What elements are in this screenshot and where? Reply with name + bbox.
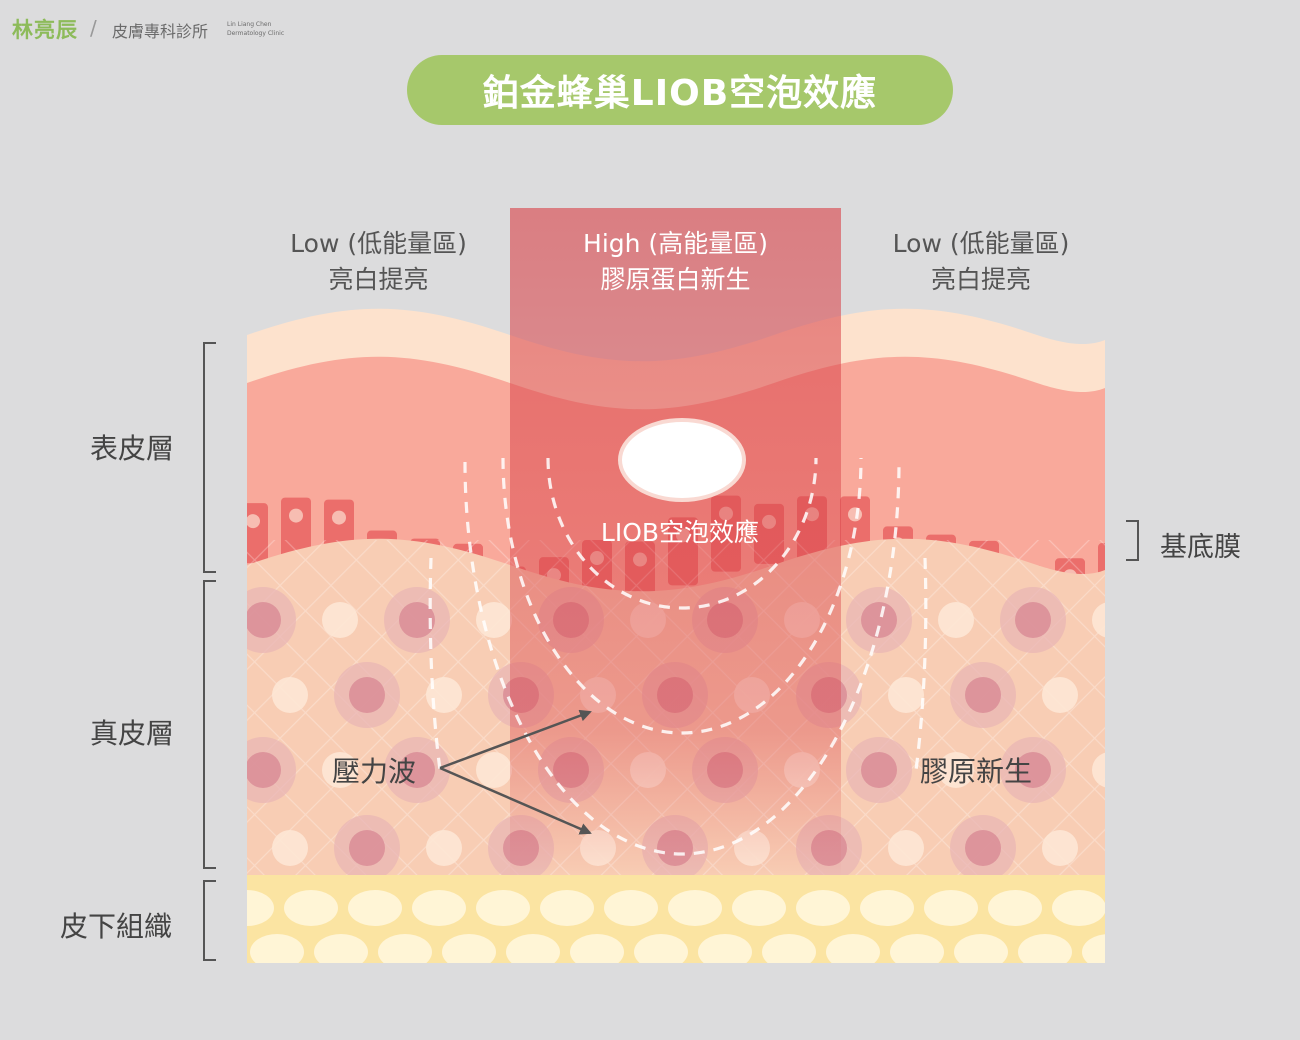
pressure-wave-arc-2 [501,457,863,735]
fat-cell [1052,890,1105,926]
dermal-cell [334,662,400,728]
collagen-regeneration-label: 膠原新生 [920,755,1033,788]
dermal-cell [846,587,912,653]
fat-cell [668,890,722,926]
fat-cell [1082,934,1105,963]
liob-effect-label: LIOB空泡效應 [600,518,760,547]
dermal-cell [1000,587,1066,653]
clinic-logo-name: 林亮辰 [12,18,78,42]
fat-cell-row [247,890,1105,963]
logo-divider: / [90,16,97,40]
zone-left-energy: Low (低能量區) [290,229,467,258]
layer-brackets [203,342,1139,961]
dermal-cell [384,587,450,653]
bracket-subcutaneous [203,880,216,961]
dermal-cell [1092,752,1105,788]
dermal-cell [1042,830,1078,866]
dermal-cell [322,602,358,638]
dermal-cell [272,830,308,866]
fat-cell [476,890,530,926]
fat-cell [890,934,944,963]
fat-cell [988,890,1042,926]
dermal-cell [1000,737,1066,803]
clinic-english-line1: Lin Liang Chen [227,21,272,28]
basement-membrane-label: 基底膜 [1160,532,1241,563]
zone-left-effect: 亮白提亮 [328,265,429,294]
fat-cell [540,890,594,926]
dermal-cell [247,587,296,653]
fat-cell [604,890,658,926]
fat-cell [1018,934,1072,963]
zone-center-effect: 膠原蛋白新生 [600,265,751,294]
clinic-english-line2: Dermatology Clinic [227,30,285,37]
dermal-cell [476,752,512,788]
dermal-cell [1042,677,1078,713]
dermal-cell [950,662,1016,728]
fat-cell [348,890,402,926]
fat-cell [762,934,816,963]
dermal-cell [247,737,296,803]
pressure-wave-arrows [439,709,592,835]
fat-cell [412,890,466,926]
fat-cell [924,890,978,926]
fat-cell [860,890,914,926]
pressure-wave-left-outer [428,557,442,771]
liob-bubble-core [622,422,742,498]
fat-cell [570,934,624,963]
pressure-wave-label: 壓力波 [332,755,417,788]
high-energy-zone-label: High (高能量區) 膠原蛋白新生 [510,226,841,298]
pressure-waves [428,457,928,856]
fat-cell [250,934,304,963]
dermis-label: 真皮層 [90,717,175,750]
bracket-basement-membrane [1126,520,1139,561]
dermal-cell [426,830,462,866]
fat-cell [247,890,274,926]
arrow-upper [439,709,592,770]
fat-cell [442,934,496,963]
pressure-wave-right-outer [914,557,928,771]
fat-cell [378,934,432,963]
pressure-wave-arc-3 [463,461,901,856]
fat-cell [634,934,688,963]
dermal-cell [846,737,912,803]
zone-center-energy: High (高能量區) [583,229,768,258]
clinic-english-name: Lin Liang Chen Dermatology Clinic [227,20,284,38]
pressure-wave-arc-1 [546,457,818,610]
dermal-cell [888,830,924,866]
dermal-cell [950,815,1016,881]
dermal-cell [334,815,400,881]
low-energy-zone-left-label: Low (低能量區) 亮白提亮 [247,226,510,298]
high-energy-zone [510,208,841,878]
fat-cell [284,890,338,926]
fat-cell [314,934,368,963]
arrow-lower [439,766,592,835]
subcutaneous-label: 皮下組織 [60,910,173,943]
fat-cell [796,890,850,926]
fat-cell [506,934,560,963]
dermal-cell [888,677,924,713]
bracket-epidermis [203,342,216,573]
epidermis-label: 表皮層 [90,432,175,465]
fat-cell [698,934,752,963]
dermal-cell [272,677,308,713]
zone-right-effect: 亮白提亮 [930,265,1031,294]
dermal-cell [938,752,974,788]
fat-cell [732,890,786,926]
zone-right-energy: Low (低能量區) [892,229,1070,258]
fat-cell [826,934,880,963]
fat-cell [954,934,1008,963]
clinic-type: 皮膚專科診所 [112,22,209,41]
dermal-cell [384,737,450,803]
diagram-title: 鉑金蜂巢LIOB空泡效應 [407,55,953,125]
dermal-cell [322,752,358,788]
low-energy-zone-right-label: Low (低能量區) 亮白提亮 [850,226,1112,298]
bracket-dermis [203,580,216,869]
dermal-cell [1092,602,1105,638]
dermal-cell [938,602,974,638]
